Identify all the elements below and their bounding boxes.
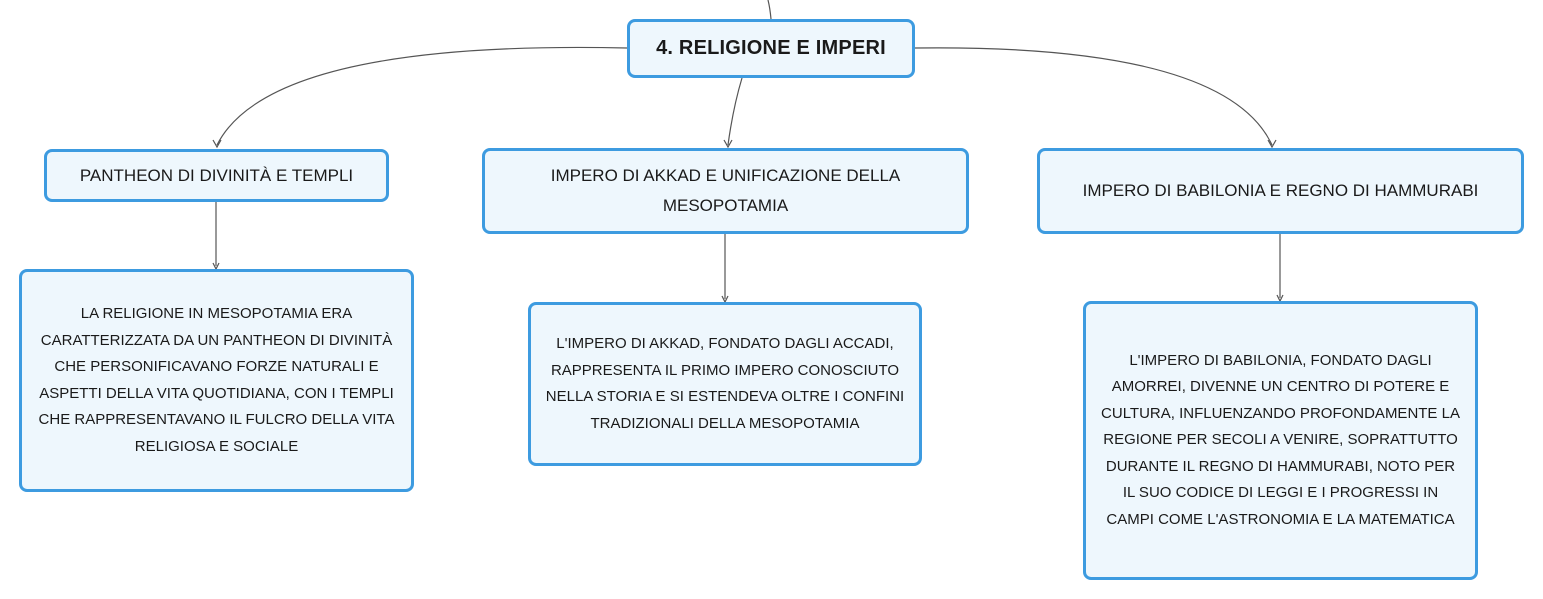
arrowhead-topic-3 xyxy=(1267,139,1277,149)
topic-node-label: PANTHEON DI DIVINITÀ E TEMPLI xyxy=(79,165,354,185)
connector-root-to-topic-3 xyxy=(914,47,1273,146)
root-node-label: 4. RELIGIONE E IMPERI xyxy=(656,37,886,59)
detail-node-text: LA RELIGIONE IN MESOPOTAMIA ERA CARATTER… xyxy=(38,305,395,455)
detail-node-text: L'IMPERO DI AKKAD, FONDATO DAGLI ACCADI,… xyxy=(545,335,905,432)
arrowhead-topic-2 xyxy=(723,139,733,149)
detail-node-babilonia[interactable]: L'IMPERO DI BABILONIA, FONDATO DAGLI AMO… xyxy=(1083,301,1478,580)
topic-node-pantheon[interactable]: PANTHEON DI DIVINITÀ E TEMPLI xyxy=(44,149,389,202)
connector-root-to-topic-1 xyxy=(216,46,628,146)
connector-root-to-topic-2 xyxy=(727,77,743,146)
detail-node-text: L'IMPERO DI BABILONIA, FONDATO DAGLI AMO… xyxy=(1101,351,1460,528)
topic-node-akkad[interactable]: IMPERO DI AKKAD E UNIFICAZIONE DELLA MES… xyxy=(482,148,969,234)
root-node[interactable]: 4. RELIGIONE E IMPERI xyxy=(627,19,915,78)
topic-node-babilonia[interactable]: IMPERO DI BABILONIA E REGNO DI HAMMURABI xyxy=(1037,148,1524,234)
arrowhead-topic-1 xyxy=(212,139,222,149)
connector-parent-to-root xyxy=(767,0,772,20)
topic-node-label: IMPERO DI AKKAD E UNIFICAZIONE DELLA MES… xyxy=(550,166,901,215)
detail-node-pantheon[interactable]: LA RELIGIONE IN MESOPOTAMIA ERA CARATTER… xyxy=(19,269,414,492)
topic-node-label: IMPERO DI BABILONIA E REGNO DI HAMMURABI xyxy=(1082,181,1479,200)
detail-node-akkad[interactable]: L'IMPERO DI AKKAD, FONDATO DAGLI ACCADI,… xyxy=(528,302,922,466)
